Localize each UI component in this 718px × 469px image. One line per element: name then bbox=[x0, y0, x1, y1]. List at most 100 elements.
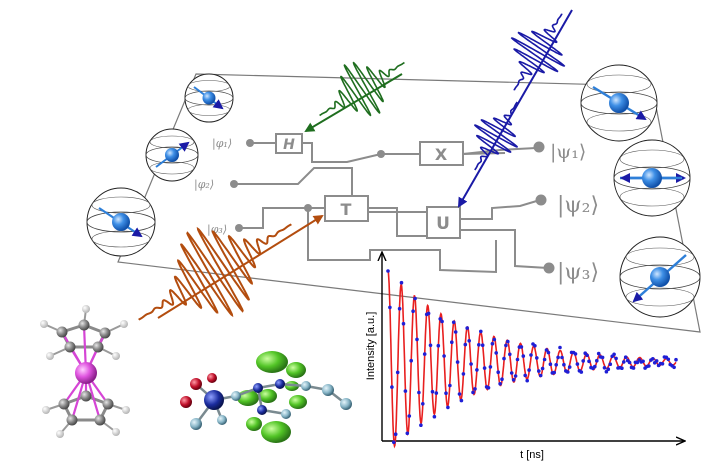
data-point bbox=[556, 355, 560, 360]
bloch-sphere-output-1 bbox=[580, 64, 658, 142]
green-laser-pulse bbox=[319, 61, 405, 117]
data-point bbox=[459, 398, 464, 403]
data-point bbox=[581, 359, 585, 363]
data-point bbox=[525, 378, 529, 383]
data-point bbox=[508, 352, 512, 357]
data-point bbox=[471, 390, 475, 395]
chart-axes bbox=[382, 253, 684, 441]
data-point bbox=[548, 362, 553, 367]
data-point bbox=[614, 356, 618, 361]
data-point bbox=[467, 339, 472, 343]
blue-pulse-arrow bbox=[458, 9, 573, 208]
data-point bbox=[627, 360, 632, 365]
gate-u-label: U bbox=[436, 214, 450, 234]
pulse-green-wave bbox=[319, 61, 405, 117]
chart-data-points bbox=[386, 269, 678, 445]
input-ket-1: |φ₁⟩ bbox=[212, 137, 232, 151]
data-point bbox=[622, 360, 626, 364]
data-point bbox=[527, 368, 531, 372]
data-point bbox=[562, 362, 566, 367]
data-point bbox=[419, 423, 423, 428]
data-point bbox=[544, 348, 549, 352]
data-point bbox=[469, 362, 473, 366]
data-point bbox=[635, 360, 640, 365]
gate-h-label: H bbox=[283, 137, 295, 153]
data-point bbox=[388, 305, 392, 310]
data-point bbox=[523, 373, 527, 378]
input-ket-3: |φ₃⟩ bbox=[207, 223, 227, 237]
data-point bbox=[453, 330, 458, 334]
output-ket-1: |ψ₁⟩ bbox=[550, 141, 586, 163]
data-point bbox=[465, 326, 470, 330]
output-ket-2: |ψ₂⟩ bbox=[557, 193, 599, 218]
data-point bbox=[515, 357, 520, 362]
gate-u: U bbox=[426, 206, 461, 239]
data-point bbox=[573, 352, 578, 356]
data-point bbox=[442, 354, 446, 358]
data-point bbox=[405, 431, 410, 436]
data-point bbox=[461, 372, 466, 376]
data-point bbox=[448, 383, 452, 388]
data-point bbox=[488, 365, 493, 369]
data-point bbox=[403, 389, 408, 393]
data-point bbox=[421, 402, 425, 406]
data-point bbox=[600, 355, 605, 360]
bloch-sphere-output-3 bbox=[619, 236, 701, 318]
data-point bbox=[585, 353, 589, 358]
data-point bbox=[575, 362, 580, 366]
data-point bbox=[566, 370, 570, 374]
data-point bbox=[446, 405, 450, 410]
bloch-sphere-output-2 bbox=[613, 139, 691, 217]
data-point bbox=[496, 370, 501, 375]
data-point bbox=[444, 391, 448, 396]
data-point bbox=[477, 343, 481, 347]
data-point bbox=[537, 369, 541, 373]
pulse-blue-top-wave bbox=[510, 13, 566, 91]
data-point bbox=[432, 414, 437, 419]
data-point bbox=[450, 340, 454, 345]
data-point bbox=[612, 352, 616, 357]
data-point bbox=[392, 440, 396, 445]
data-point bbox=[430, 389, 435, 394]
data-point bbox=[587, 359, 591, 364]
data-point bbox=[475, 368, 479, 372]
data-point bbox=[479, 329, 483, 334]
data-point bbox=[395, 370, 400, 375]
data-point bbox=[595, 358, 599, 363]
pulse-orange-wave bbox=[137, 223, 293, 321]
data-point bbox=[641, 359, 645, 364]
spin-density-molecule bbox=[180, 351, 352, 443]
gate-x: X bbox=[419, 141, 464, 166]
data-point bbox=[535, 356, 539, 360]
data-point bbox=[540, 366, 545, 371]
data-point bbox=[455, 360, 460, 364]
data-point bbox=[672, 365, 676, 370]
output-ket-3: |ψ₃⟩ bbox=[557, 260, 599, 285]
data-point bbox=[567, 365, 572, 369]
data-point bbox=[436, 343, 441, 348]
green-pulse-arrow bbox=[304, 73, 403, 133]
data-point bbox=[593, 364, 597, 369]
data-point bbox=[529, 353, 533, 357]
gate-h: H bbox=[275, 133, 303, 154]
circuit-nodes bbox=[230, 139, 555, 274]
data-point bbox=[511, 378, 516, 382]
data-point bbox=[417, 390, 421, 395]
bloch-sphere-input-2 bbox=[145, 128, 199, 182]
data-point bbox=[647, 364, 651, 368]
data-point bbox=[401, 321, 406, 326]
data-point bbox=[606, 367, 611, 372]
data-point bbox=[498, 382, 502, 386]
gate-t: T bbox=[324, 195, 369, 222]
data-point bbox=[438, 317, 443, 321]
data-point bbox=[558, 345, 562, 350]
data-point bbox=[623, 355, 628, 360]
bloch-sphere-input-3 bbox=[86, 187, 156, 257]
gate-t-label: T bbox=[341, 200, 352, 219]
data-point bbox=[506, 339, 510, 344]
data-point bbox=[422, 352, 427, 356]
data-point bbox=[538, 373, 543, 378]
data-point bbox=[428, 343, 433, 348]
data-point bbox=[560, 355, 564, 360]
